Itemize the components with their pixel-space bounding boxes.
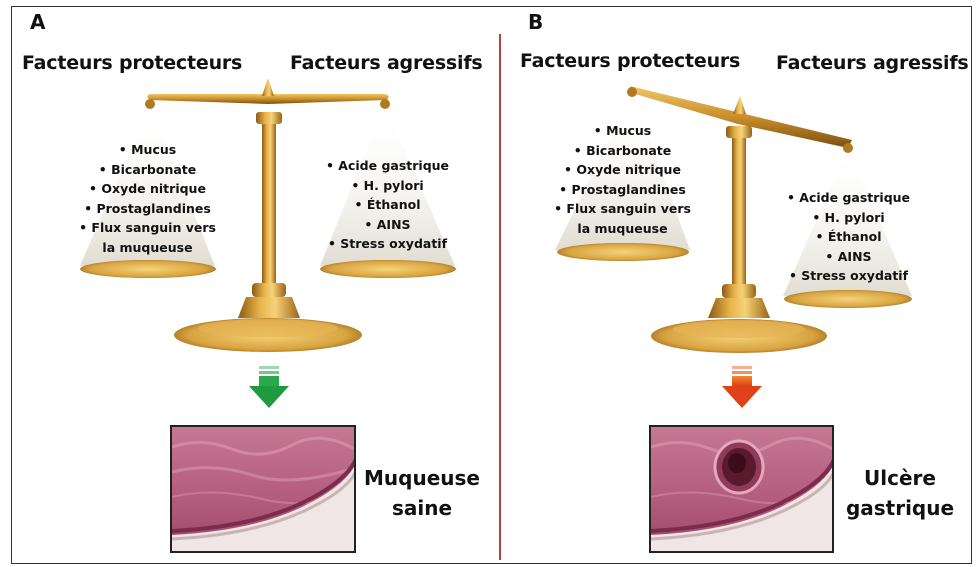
panel-b-finial xyxy=(733,96,746,114)
panel-b-down-arrow-icon xyxy=(722,366,762,408)
result-line: gastrique xyxy=(840,493,960,523)
list-item: • AINS xyxy=(766,247,931,267)
panel-b-right-pan xyxy=(784,290,912,308)
panel-b-column xyxy=(732,128,746,288)
panel-b-left-pan xyxy=(557,243,689,261)
list-item: la muqueuse xyxy=(535,219,710,239)
panel-b-aggressive-list: • Acide gastrique • H. pylori • Éthanol … xyxy=(766,188,931,286)
list-item: • Oxyde nitrique xyxy=(535,160,710,180)
list-item: • Flux sanguin vers xyxy=(535,199,710,219)
panel-b-result-label: Ulcère gastrique xyxy=(840,463,960,523)
list-item: • H. pylori xyxy=(766,208,931,228)
list-item: • Mucus xyxy=(535,121,710,141)
list-item: • Éthanol xyxy=(766,227,931,247)
panel-b-ulcer-image xyxy=(649,425,834,553)
list-item: • Stress oxydatif xyxy=(766,266,931,286)
list-item: • Prostaglandines xyxy=(535,180,710,200)
list-item: • Acide gastrique xyxy=(766,188,931,208)
panel-b-protective-list: • Mucus • Bicarbonate • Oxyde nitrique •… xyxy=(535,121,710,238)
list-item: • Bicarbonate xyxy=(535,141,710,161)
result-line: Ulcère xyxy=(840,463,960,493)
